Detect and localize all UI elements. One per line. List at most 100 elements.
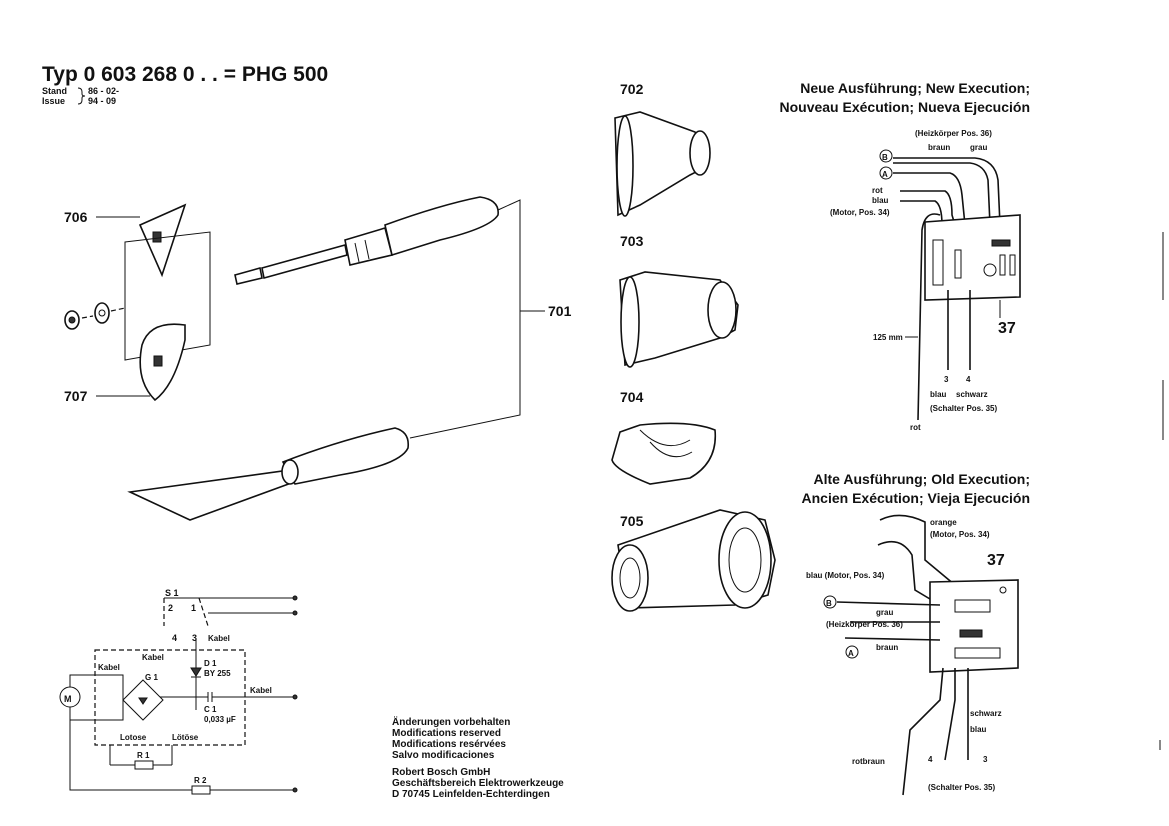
terminal-2	[292, 610, 298, 616]
wire-braun	[893, 162, 991, 226]
reflector-clip-704	[611, 422, 717, 485]
capacitor-c1-label: C 1	[204, 705, 217, 714]
new-execution-wiring: Neue Ausführung; New Execution; Nouveau …	[779, 80, 1030, 432]
wire-grau-old	[836, 601, 941, 606]
marker-b-label: B	[882, 153, 888, 162]
wire-blau-motor	[877, 540, 941, 606]
switch-pos-1: 1	[191, 603, 196, 613]
board-component-5	[999, 254, 1006, 276]
motor-ref-label: (Motor, Pos. 34)	[830, 208, 890, 217]
rectifier-diode	[138, 697, 148, 705]
switch-link-right	[198, 597, 209, 627]
terminal-top	[292, 595, 298, 601]
grau-label: grau	[970, 143, 987, 152]
board-component-6	[1009, 254, 1016, 276]
mounting-frame-outline	[124, 231, 211, 361]
rot-label: rot	[872, 186, 883, 195]
board-component-3	[991, 239, 1011, 247]
heater-ref-old-label: (Heizkörper Pos. 36)	[826, 620, 903, 629]
pin-4-label: 4	[966, 375, 971, 384]
board-component-2	[954, 249, 962, 279]
motor-label: M	[64, 694, 72, 704]
part-label-701: 701	[548, 303, 572, 319]
washer-hole	[98, 309, 106, 317]
switch-s1-label: S 1	[165, 588, 179, 598]
stand-label: Stand	[42, 86, 67, 96]
old-board-component-2	[959, 629, 983, 638]
issue-value: 94 - 09	[88, 96, 116, 106]
note-line: D 70745 Leinfelden-Echterdingen	[392, 789, 550, 800]
motor-ref-1-label: (Motor, Pos. 34)	[930, 530, 990, 539]
marker-b-label-old: B	[826, 599, 832, 608]
new-execution-heading-2: Nouveau Exécution; Nueva Ejecución	[779, 99, 1030, 115]
length-label: 125 mm	[873, 333, 903, 342]
pin-3-label: 3	[944, 375, 949, 384]
exploded-view: 706 707 701	[64, 196, 572, 521]
circuit-schematic: S 1 2 1 4 3 Kabel Kabel Kabel D 1 BY 255…	[59, 588, 298, 795]
rectifier-g1-label: G 1	[145, 673, 158, 682]
blau-old-label: blau	[970, 725, 987, 734]
blade-707-slot	[153, 355, 163, 367]
new-execution-heading-1: Neue Ausführung; New Execution;	[800, 80, 1030, 96]
heater-ref-label: (Heizkörper Pos. 36)	[915, 129, 992, 138]
diode-symbol	[190, 667, 202, 677]
board-component-4	[983, 263, 997, 277]
note-line: Modifications reserved	[392, 728, 501, 739]
old-board-hole	[999, 586, 1007, 594]
switch-pos-2: 2	[168, 603, 173, 613]
stand-value: 86 - 02-	[88, 86, 119, 96]
rotbraun-label: rotbraun	[852, 757, 885, 766]
old-execution-wiring: Alte Ausführung; Old Execution; Ancien E…	[802, 471, 1030, 796]
braun-old-label: braun	[876, 643, 898, 652]
note-line: Salvo modificaciones	[392, 750, 495, 761]
tool-handle-upper	[234, 196, 499, 285]
blau-pin-label: blau	[930, 390, 947, 399]
marker-a-circle-old	[845, 645, 859, 659]
marker-a-circle	[879, 166, 893, 180]
schwarz-label: schwarz	[956, 390, 988, 399]
part-label-707: 707	[64, 388, 88, 404]
scraper-blade-706	[138, 203, 187, 278]
orange-label: orange	[930, 518, 957, 527]
board-number-label: 37	[998, 320, 1016, 337]
bracket-brace	[77, 87, 86, 105]
grau-old-label: grau	[876, 608, 893, 617]
wire-rotbraun	[902, 667, 944, 796]
resistor-r1-label: R 1	[137, 751, 150, 760]
resistor-r1	[134, 760, 154, 770]
rot-lead-label: rot	[910, 423, 921, 432]
wide-slot-nozzle-703	[619, 271, 739, 368]
note-line: Robert Bosch GmbH	[392, 767, 490, 778]
notes-block: Änderungen vorbehalten Modifications res…	[392, 715, 564, 800]
motor-wire-bottom	[69, 700, 124, 721]
washer	[94, 302, 110, 324]
blau-motor-label: blau (Motor, Pos. 34)	[806, 571, 885, 580]
note-line: Geschäftsbereich Elektrowerkzeuge	[392, 778, 564, 789]
old-board-component-1	[954, 599, 991, 613]
resistor-r2-label: R 2	[194, 776, 207, 785]
issue-label: Issue	[42, 96, 65, 106]
marker-a-label: A	[882, 170, 888, 179]
axis-line-2	[110, 307, 126, 312]
old-execution-heading-1: Alte Ausführung; Old Execution;	[814, 471, 1030, 487]
nozzle-column: 702 703 704 705	[611, 81, 776, 612]
board-component-1	[932, 239, 944, 286]
part-label-706: 706	[64, 209, 88, 225]
rectifier-bridge	[122, 679, 164, 721]
blau-label: blau	[872, 196, 889, 205]
title-block: Typ 0 603 268 0 . . = PHG 500 Stand Issu…	[42, 63, 328, 106]
part-label-704: 704	[620, 389, 644, 405]
pin-4-old-label: 4	[928, 755, 933, 764]
switch-pos-4: 4	[172, 633, 177, 643]
kabel-label-d: Kabel	[250, 686, 272, 695]
wire-rot	[900, 190, 956, 226]
frame-line-701	[409, 199, 521, 439]
diode-d1-label: D 1	[204, 659, 217, 668]
housing-boundary	[94, 649, 246, 746]
braun-label: braun	[928, 143, 950, 152]
hex-nut-hole	[68, 316, 76, 324]
page-title: Typ 0 603 268 0 . . = PHG 500	[42, 63, 328, 86]
wire-a	[893, 172, 966, 226]
marker-a-label-old: A	[848, 649, 854, 658]
